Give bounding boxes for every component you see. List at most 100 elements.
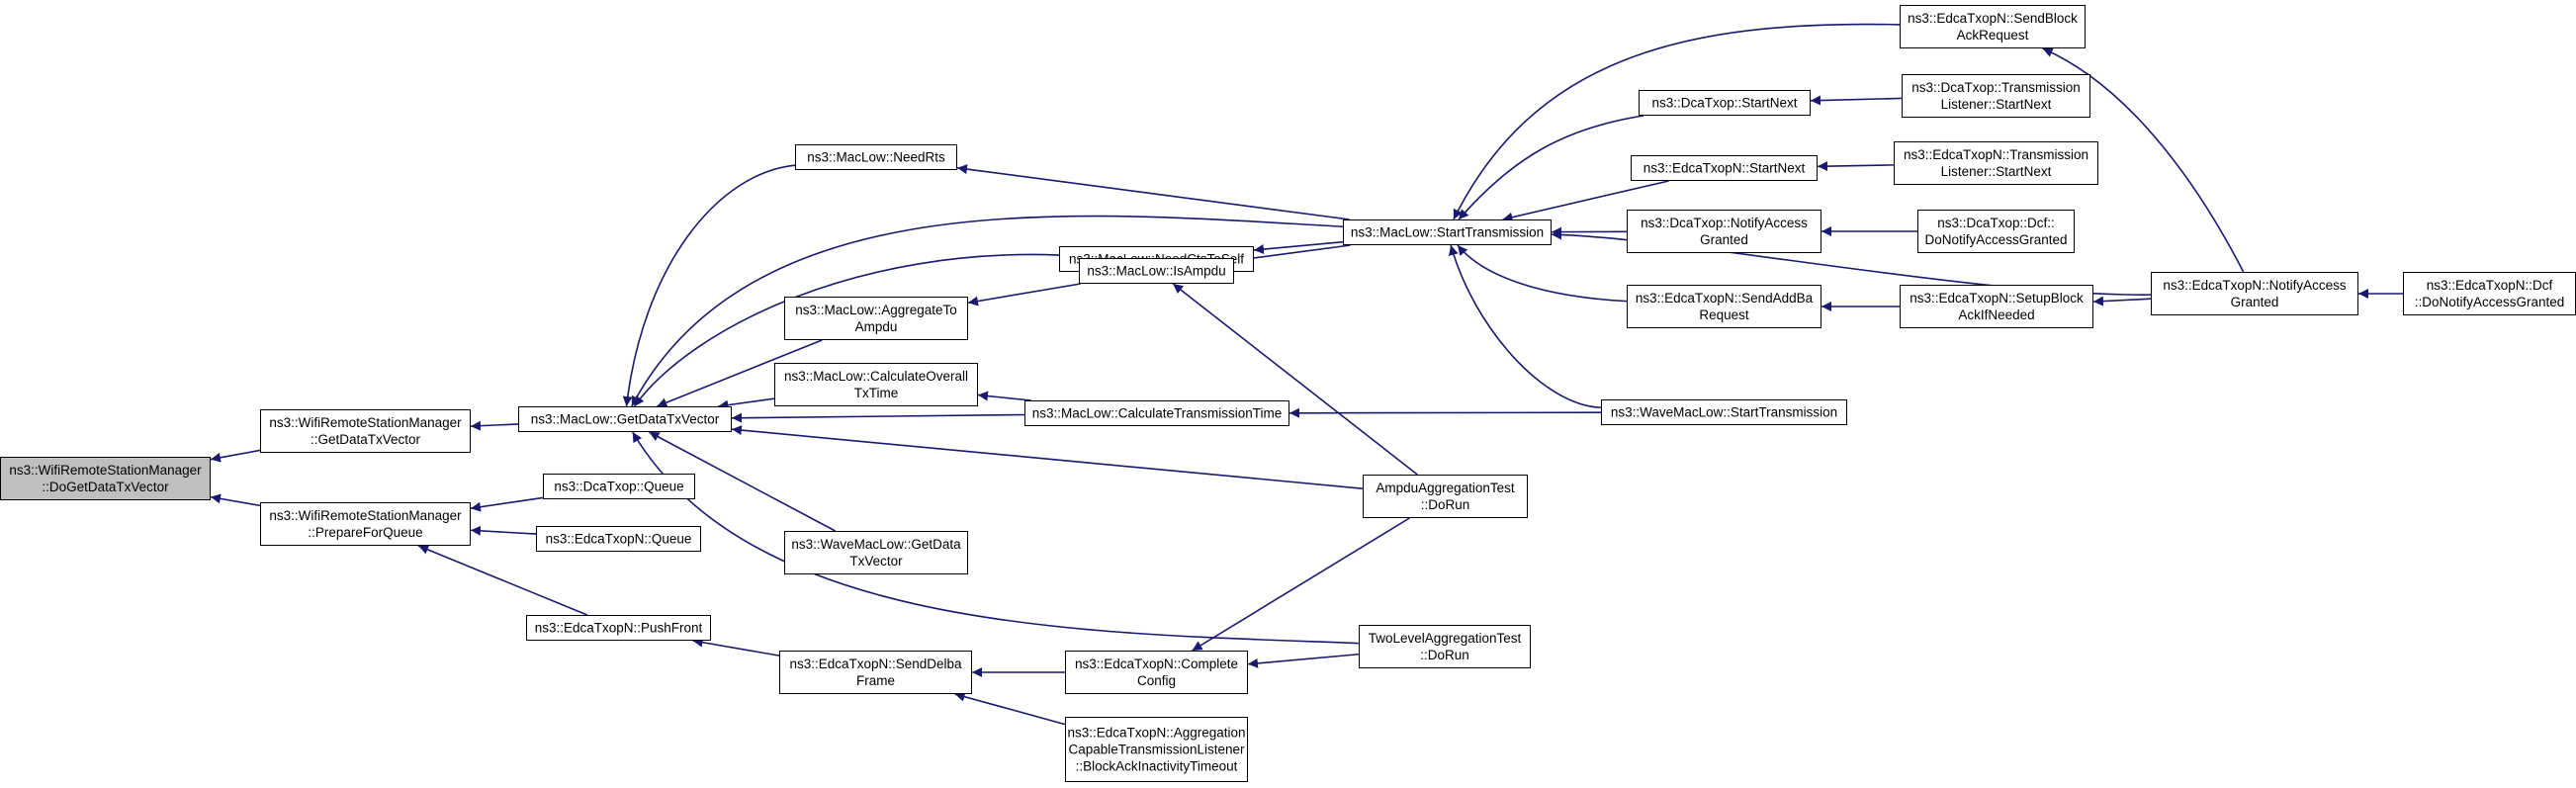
node-label: Listener::StartNext <box>1941 164 2052 179</box>
edge-senddelba-to-edca_pushfront <box>692 637 780 657</box>
node-label: AmpduAggregationTest <box>1376 481 1515 495</box>
node-label: ns3::WifiRemoteStationManager <box>269 415 462 430</box>
node-box <box>1894 141 2098 185</box>
node-label: TwoLevelAggregationTest <box>1369 631 1522 646</box>
edge-maclow_getdatatx-to-wrsm_getdatatx <box>470 420 519 431</box>
node-label: ns3::WaveMacLow::StartTransmission <box>1611 405 1837 420</box>
node-needrts[interactable]: ns3::MacLow::NeedRts <box>795 144 957 170</box>
node-maclow_getdatatx[interactable]: ns3::MacLow::GetDataTxVector <box>518 406 732 432</box>
edge-needrts-to-maclow_getdatatx <box>622 164 796 407</box>
edge-dca_startnext-to-starttransmission <box>1458 115 1644 220</box>
node-wrsm_getdatatx[interactable]: ns3::WifiRemoteStationManager::GetDataTx… <box>260 409 471 453</box>
node-dcatxop_queue[interactable]: ns3::DcaTxop::Queue <box>543 474 695 499</box>
edge-wave_starttransmission-to-starttransmission <box>1449 244 1602 409</box>
node-label: Request <box>1699 307 1749 322</box>
node-box <box>536 526 701 552</box>
node-calctransmission[interactable]: ns3::MacLow::CalculateTransmissionTime <box>1024 400 1289 426</box>
edge-aggregatetoampdu-to-maclow_getdatatx <box>657 339 823 407</box>
edge-calctransmission-to-maclow_getdatatx <box>731 412 1025 423</box>
node-label: ::DoGetDataTxVector <box>42 480 169 494</box>
node-dca_notifyaccess[interactable]: ns3::DcaTxop::NotifyAccessGranted <box>1627 210 1821 253</box>
node-dca_tl_startnext[interactable]: ns3::DcaTxop::TransmissionListener::Star… <box>1902 74 2090 118</box>
node-box <box>260 502 471 546</box>
node-box <box>1917 210 2075 253</box>
node-label: ns3::MacLow::CalculateOverall <box>784 369 968 384</box>
node-label: ::DoRun <box>1421 497 1470 512</box>
node-label: ns3::EdcaTxopN::StartNext <box>1643 161 1806 176</box>
node-box <box>1627 285 1821 328</box>
node-edca_startnext[interactable]: ns3::EdcaTxopN::StartNext <box>1631 155 1818 181</box>
node-label: Granted <box>1700 232 1748 247</box>
node-blockackinactivity[interactable]: ns3::EdcaTxopN::AggregationCapableTransm… <box>1065 717 1248 782</box>
node-label: ns3::DcaTxop::Transmission <box>1911 80 2081 95</box>
node-dca_startnext[interactable]: ns3::DcaTxop::StartNext <box>1639 90 1811 116</box>
node-label: TxTime <box>854 386 899 400</box>
node-box <box>1363 475 1528 518</box>
node-edca_tl_startnext[interactable]: ns3::EdcaTxopN::TransmissionListener::St… <box>1894 141 2098 185</box>
node-wave_starttransmission[interactable]: ns3::WaveMacLow::StartTransmission <box>1601 399 1847 425</box>
node-isampdu[interactable]: ns3::MacLow::IsAmpdu <box>1079 258 1234 284</box>
edge-dca_tl_startnext-to-dca_startnext <box>1810 95 1903 106</box>
node-box <box>1902 74 2090 118</box>
node-label: ::DoNotifyAccessGranted <box>2415 295 2565 309</box>
node-label: ns3::EdcaTxopN::NotifyAccess <box>2163 278 2347 293</box>
node-label: ns3::EdcaTxopN::SetupBlock <box>1910 291 2084 306</box>
node-wave_getdata[interactable]: ns3::WaveMacLow::GetDataTxVector <box>784 531 968 574</box>
node-box <box>1631 155 1818 181</box>
node-box <box>1627 210 1821 253</box>
edge-blockackinactivity-to-senddelba <box>954 691 1066 726</box>
node-label: AckIfNeeded <box>1958 307 2034 322</box>
node-label: ns3::MacLow::AggregateTo <box>795 303 957 317</box>
node-label: CapableTransmissionListener <box>1068 743 1245 757</box>
node-label: ns3::MacLow::IsAmpdu <box>1087 264 1225 279</box>
node-label: ns3::EdcaTxopN::PushFront <box>535 621 703 636</box>
node-label: ns3::MacLow::GetDataTxVector <box>531 412 720 427</box>
node-dca_dcf_donotify[interactable]: ns3::DcaTxop::Dcf::DoNotifyAccessGranted <box>1917 210 2075 253</box>
node-label: Ampdu <box>855 319 898 334</box>
edge-sendblockackreq-to-starttransmission <box>1453 23 1901 220</box>
edge-wrsm_prepare-to-root <box>210 493 261 507</box>
node-edca_queue[interactable]: ns3::EdcaTxopN::Queue <box>536 526 701 552</box>
node-box <box>0 457 211 500</box>
node-label: ns3::EdcaTxopN::SendBlock <box>1908 11 2078 26</box>
node-twoleveltest[interactable]: TwoLevelAggregationTest::DoRun <box>1359 625 1531 668</box>
node-box <box>2151 272 2358 315</box>
edge-edca_startnext-to-starttransmission <box>1502 180 1669 222</box>
node-ampdutest[interactable]: AmpduAggregationTest::DoRun <box>1363 475 1528 518</box>
node-root[interactable]: ns3::WifiRemoteStationManager::DoGetData… <box>0 457 211 500</box>
edge-twoleveltest-to-completeconfig <box>1247 653 1360 668</box>
node-edca_notifyaccess[interactable]: ns3::EdcaTxopN::NotifyAccessGranted <box>2151 272 2358 315</box>
nodes-layer: ns3::WifiRemoteStationManager::DoGetData… <box>0 5 2576 782</box>
node-box <box>1900 5 2086 48</box>
node-label: ns3::DcaTxop::Queue <box>554 480 683 494</box>
node-label: ::DoRun <box>1420 648 1469 662</box>
node-box <box>518 406 732 432</box>
node-label: ns3::EdcaTxopN::SendAddBa <box>1636 291 1814 306</box>
node-label: ::BlockAckInactivityTimeout <box>1076 759 1238 774</box>
node-box <box>774 363 978 406</box>
edge-ampdutest-to-maclow_getdatatx <box>731 425 1364 489</box>
edge-edca_notifyaccess-to-sendblockackreq <box>2042 47 2245 273</box>
node-box <box>1601 399 1847 425</box>
node-box <box>2403 272 2576 315</box>
node-label: ns3::DcaTxop::NotifyAccess <box>1641 216 1808 230</box>
node-box <box>1343 219 1552 245</box>
node-box <box>1359 625 1531 668</box>
node-edca_dcf_donotify[interactable]: ns3::EdcaTxopN::Dcf::DoNotifyAccessGrant… <box>2403 272 2576 315</box>
node-starttransmission[interactable]: ns3::MacLow::StartTransmission <box>1343 219 1552 245</box>
node-edca_pushfront[interactable]: ns3::EdcaTxopN::PushFront <box>526 615 711 641</box>
node-label: ns3::WaveMacLow::GetData <box>791 537 961 552</box>
edge-ampdutest-to-isampdu <box>1172 283 1418 476</box>
edge-edca_pushfront-to-wrsm_prepare <box>417 545 588 616</box>
node-box <box>1079 258 1234 284</box>
node-wrsm_prepare[interactable]: ns3::WifiRemoteStationManager::PrepareFo… <box>260 502 471 546</box>
node-box <box>526 615 711 641</box>
node-box <box>1900 285 2093 328</box>
